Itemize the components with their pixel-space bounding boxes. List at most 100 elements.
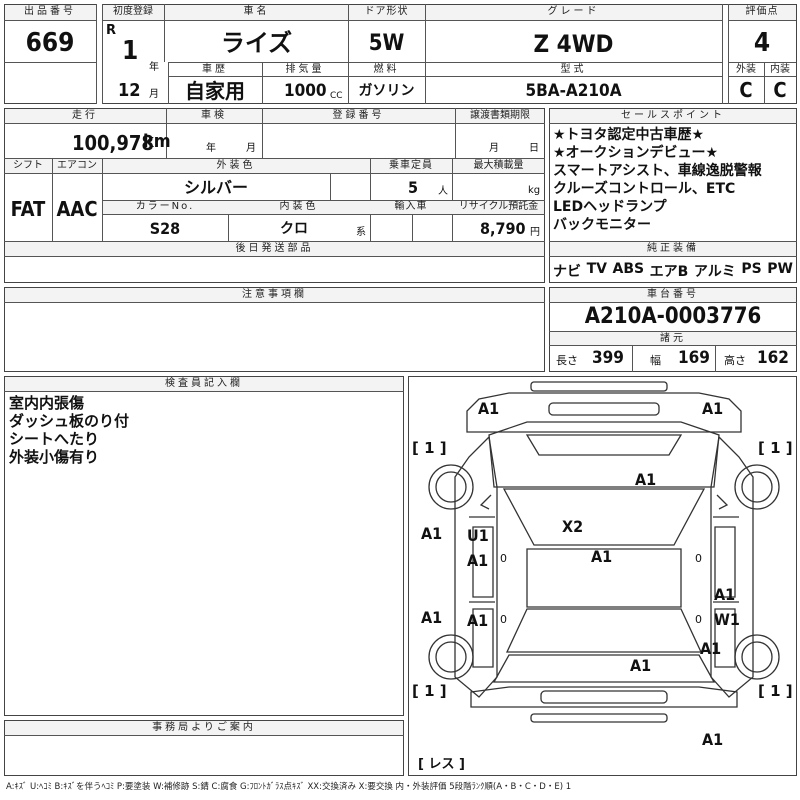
shift: FAT xyxy=(10,197,46,221)
capacity: 5 xyxy=(408,178,419,197)
int-color: クロ xyxy=(280,221,308,237)
inspector-label: 検査員記入欄 xyxy=(165,378,243,389)
mileage: 100,978 xyxy=(72,131,154,155)
ext-color: シルバー xyxy=(183,178,248,197)
later-parts-label: 後日発送部品 xyxy=(235,243,314,254)
grade: Z 4WD xyxy=(533,30,614,58)
displacement-unit: CC xyxy=(330,91,343,101)
era: R xyxy=(106,23,117,38)
lot-no-label: 出品番号 xyxy=(24,6,76,17)
int-grade: C xyxy=(773,78,787,102)
color-no-label: カラーNo. xyxy=(135,201,195,212)
damage-mark: A1 xyxy=(421,524,443,543)
ac-label: エアコン xyxy=(57,160,97,171)
load-label: 最大積載量 xyxy=(473,160,524,171)
sales-point-line: バックモニター xyxy=(553,217,651,233)
color-no: S28 xyxy=(149,219,181,238)
legend: A:ｷｽﾞ U:ﾍｺﾐ B:ｷｽﾞを伴うﾍｺﾐ P:要塗装 W:補修跡 S:錆 … xyxy=(6,782,572,792)
door: 5W xyxy=(368,31,405,56)
height: 162 xyxy=(757,348,789,368)
int-label: 内装 xyxy=(770,64,790,75)
reg-month: 12 xyxy=(118,80,141,101)
sales-point-line: ★トヨタ認定中古車歴★ xyxy=(553,127,705,143)
month-unit: 月 xyxy=(149,89,159,100)
car-name: ライズ xyxy=(220,29,293,57)
damage-mark: U1 xyxy=(467,526,489,545)
history-label: 車歴 xyxy=(202,64,228,75)
history: 自家用 xyxy=(185,79,245,103)
equipment-item: PW xyxy=(767,261,793,277)
lot-no: 669 xyxy=(25,28,75,58)
height-label: 高さ xyxy=(724,354,746,367)
transfer-label: 譲渡書類期限 xyxy=(470,110,530,121)
damage-mark: A1 xyxy=(467,551,489,570)
damage-mark: A1 xyxy=(700,639,722,658)
length: 399 xyxy=(592,348,624,368)
damage-mark: W1 xyxy=(714,610,740,629)
reg-no-label: 登録番号 xyxy=(332,110,385,121)
insp-year: 年 xyxy=(206,143,216,154)
ext-grade: C xyxy=(739,78,753,102)
equipment-item: PS xyxy=(741,261,762,277)
first-reg-label: 初度登録 xyxy=(113,6,153,17)
year-unit: 年 xyxy=(149,62,159,73)
reg-year: 1 xyxy=(122,36,139,66)
length-label: 長さ xyxy=(556,354,578,367)
damage-mark: A1 xyxy=(714,585,736,604)
displacement-label: 排気量 xyxy=(285,64,325,75)
damage-mark: A1 xyxy=(467,611,489,630)
equipment-item: エアB xyxy=(649,264,689,280)
damage-mark: X2 xyxy=(562,517,584,536)
damage-mark: A1 xyxy=(635,470,657,489)
tire-mark-front-right: [ 1 ] xyxy=(758,439,793,457)
info-table xyxy=(4,108,545,283)
door-label: ドア形状 xyxy=(364,6,409,17)
recycle-unit: 円 xyxy=(530,227,540,238)
damage-mark: A1 xyxy=(702,399,724,418)
import-label: 輸入車 xyxy=(394,201,428,212)
equipment-item: アルミ xyxy=(693,264,736,280)
chassis-label: 車台番号 xyxy=(647,289,699,300)
tire-mark-rear-right: [ 1 ] xyxy=(758,682,793,700)
score-label: 評価点 xyxy=(745,6,779,17)
damage-mark: A1 xyxy=(630,656,652,675)
inspector-notes: 室内内張傷ダッシュ板のり付シートへたり外装小傷有り xyxy=(9,394,399,466)
dims-label: 諸元 xyxy=(660,333,686,344)
equipment-item: TV xyxy=(586,261,607,277)
sales-point-line: スマートアシスト、車線逸脱警報 xyxy=(553,163,762,179)
ext-label: 外装 xyxy=(736,64,756,75)
inspector-note: 外装小傷有り xyxy=(9,448,100,466)
sales-points-box xyxy=(549,108,797,283)
load-unit: kg xyxy=(528,185,541,196)
sales-point-line: LEDヘッドランプ xyxy=(553,199,667,215)
grade-label: グレード xyxy=(547,6,600,17)
recycle: 8,790 xyxy=(480,219,526,238)
equipment-item: ABS xyxy=(612,261,645,277)
caution-label: 注意事項欄 xyxy=(242,289,307,300)
car-diagram xyxy=(408,376,797,776)
score: 4 xyxy=(753,28,771,58)
damage-mark: A1 xyxy=(591,547,613,566)
caution-box xyxy=(4,287,545,372)
model: 5BA-A210A xyxy=(525,81,622,101)
inspector-note: シートへたり xyxy=(9,430,100,448)
transfer-month: 月 xyxy=(489,143,499,154)
recycle-label: リサイクル預託金 xyxy=(458,201,539,212)
header-table xyxy=(4,4,797,104)
sales-point-line: クルーズコントロール、ETC xyxy=(553,181,736,197)
equipment-label: 純正装備 xyxy=(647,243,699,254)
chassis-box xyxy=(549,287,797,372)
chassis-number: A210A-0003776 xyxy=(584,304,762,329)
sales-point-line: ★オークションデビュー★ xyxy=(553,145,719,161)
spare-tire-mark: [ レス ] xyxy=(418,757,465,772)
sales-points-list: ★トヨタ認定中古車歴★ ★オークションデビュー★ スマートアシスト、車線逸脱警報クル… xyxy=(553,126,795,234)
zero-mark: 0 xyxy=(695,613,702,626)
inspector-note: 室内内張傷 xyxy=(9,394,85,412)
fuel-label: 燃料 xyxy=(373,64,400,75)
capacity-unit: 人 xyxy=(438,186,448,197)
office-box xyxy=(4,720,404,776)
equipment-item: ナビ xyxy=(553,264,581,280)
fuel: ガソリン xyxy=(358,83,415,99)
inspector-box xyxy=(4,376,404,716)
